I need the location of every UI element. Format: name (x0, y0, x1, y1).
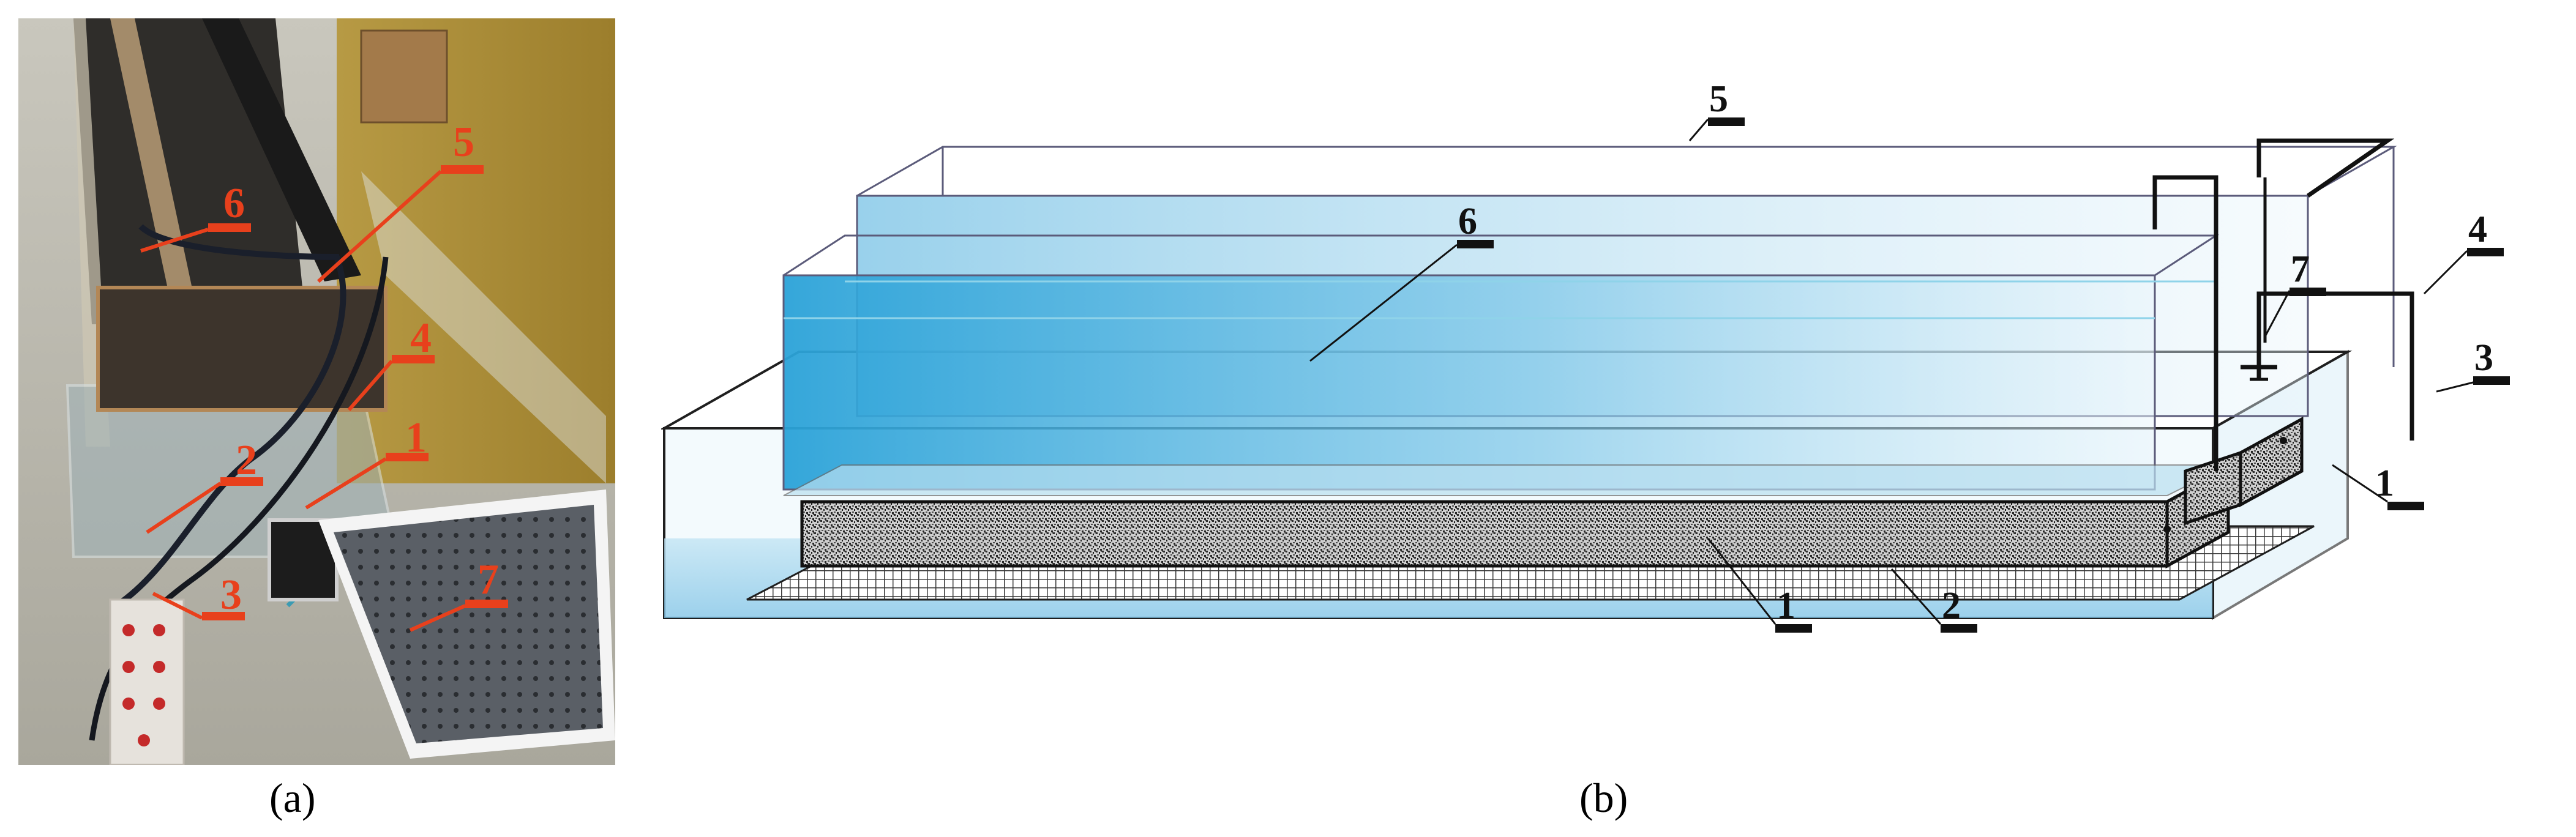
photo-callout-4: 4 (410, 314, 432, 362)
front-tank (782, 274, 2156, 491)
photo-frame (96, 286, 388, 412)
schematic-callout-6: 6 (1458, 201, 1477, 242)
photo-callout-5: 5 (453, 119, 474, 166)
schematic-callout-5: 5 (1709, 78, 1728, 120)
photo-callout-7: 7 (477, 556, 499, 603)
photo-leader-lines (140, 169, 466, 632)
photo-callout-3: 3 (220, 571, 242, 619)
photo-callout-6: 6 (223, 180, 245, 227)
schematic-callout-1b: 1 (2375, 463, 2394, 504)
inner-plate (783, 464, 2229, 496)
schematic-callout-7: 7 (2291, 248, 2310, 290)
front-tank-top (783, 234, 2220, 277)
back-tank-top (856, 146, 2397, 197)
schematic-label-bars (1457, 117, 2510, 633)
photo-callout-2: 2 (236, 437, 257, 484)
flume-schematic: 1 1 2 3 4 5 6 7 (659, 78, 2510, 633)
photo-callout-labels: 1 2 3 4 5 6 7 (220, 119, 499, 619)
photo-flume-edge (110, 18, 196, 306)
schematic-callout-3: 3 (2474, 337, 2493, 379)
caption-b: (b) (1579, 775, 1628, 821)
experimental-setup-photo: 1 2 3 4 5 6 7 (18, 18, 615, 766)
photo-flume-rail (202, 18, 361, 281)
photo-box (360, 29, 448, 124)
electrode-wire (2256, 291, 2414, 441)
schematic-callout-2: 2 (1942, 585, 1961, 627)
caption-a: (a) (269, 775, 316, 821)
photo-panel: 1 2 3 4 5 6 7 (18, 18, 615, 766)
schematic-callout-1a: 1 (1777, 585, 1795, 627)
photo-cable-1 (114, 224, 346, 609)
schematic-callout-4: 4 (2468, 209, 2487, 250)
photo-label-bars (202, 165, 508, 620)
schematic-callout-labels: 1 1 2 3 4 5 6 7 (1458, 78, 2493, 627)
photo-channel (361, 171, 606, 483)
electrode-frame-2 (2256, 138, 2395, 198)
soil-block-right (2184, 450, 2242, 526)
photo-tray-surface (334, 505, 603, 743)
electrode-frame-1 (2152, 175, 2218, 471)
soil-block-main (800, 500, 2169, 568)
schematic-panel: 1 1 2 3 4 5 6 7 (659, 73, 2559, 691)
photo-callout-1: 1 (405, 414, 427, 461)
